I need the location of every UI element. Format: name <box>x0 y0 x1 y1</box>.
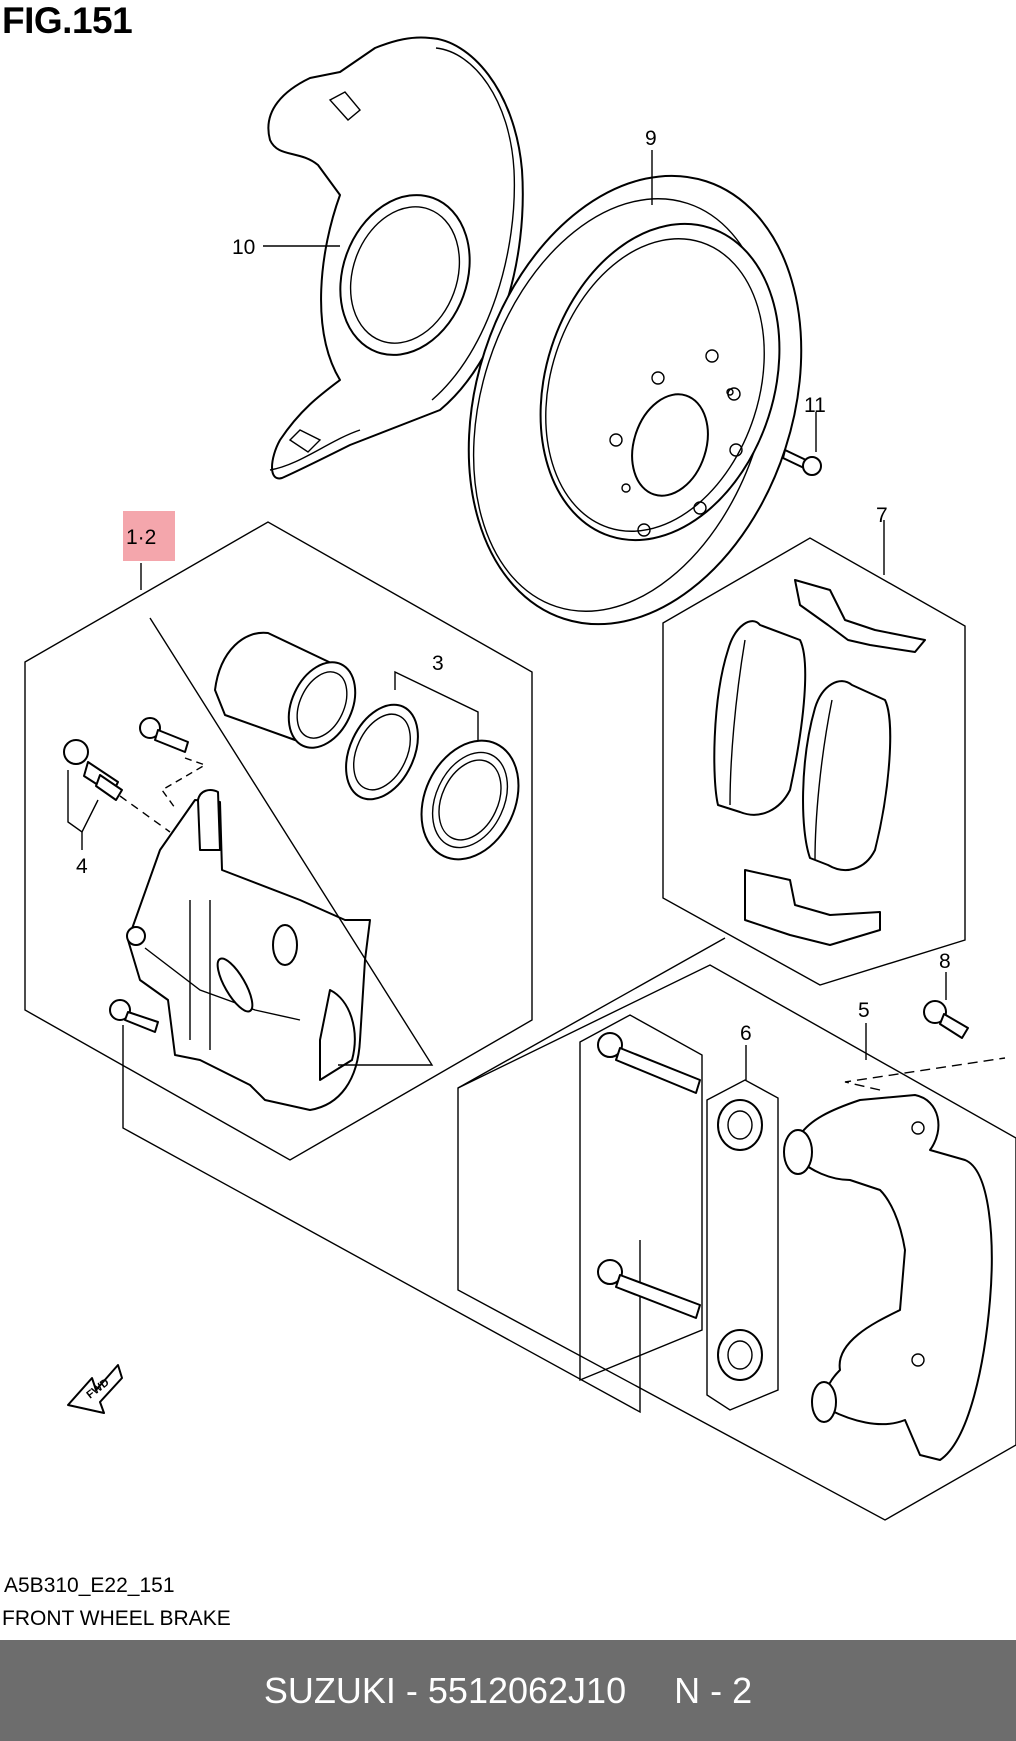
caliper-bolt-lower[interactable] <box>109 999 159 1033</box>
guide-pin-upper[interactable] <box>597 1032 701 1094</box>
screw-part-11[interactable] <box>782 449 822 476</box>
caliper-group-frame <box>24 521 533 1161</box>
bleeder-dash <box>119 795 171 833</box>
figure-code: A5B310_E22_151 <box>4 1574 175 1597</box>
support-dash <box>844 1057 1006 1091</box>
brake-pad-inner[interactable] <box>713 620 807 816</box>
callout-4: 4 <box>76 855 88 878</box>
page-label: N - 2 <box>674 1669 753 1711</box>
bolt-leader-lower <box>122 1025 641 1414</box>
brake-disc-part-9[interactable] <box>414 132 857 667</box>
callout-3: 3 <box>432 652 444 675</box>
guide-triangle <box>149 617 434 1066</box>
callout-8: 8 <box>939 950 951 973</box>
figure-name: FRONT WHEEL BRAKE <box>2 1607 231 1630</box>
leader-3 <box>394 670 479 740</box>
footer-bar: SUZUKI - 5512062J10 N - 2 <box>0 1640 1016 1741</box>
callout-6: 6 <box>740 1022 752 1045</box>
pad-shim-lower[interactable] <box>744 869 881 946</box>
pin-boot-upper[interactable] <box>717 1099 763 1151</box>
caliper-body-part-1-2[interactable] <box>126 789 371 1111</box>
pin-group-frame <box>579 1014 703 1382</box>
support-group-frame <box>457 964 1016 1521</box>
pin-boot-lower[interactable] <box>717 1329 763 1381</box>
pad-shim-upper[interactable] <box>794 579 926 653</box>
callout-1-2: 1·2 <box>126 526 156 549</box>
boot-group-frame <box>706 1079 779 1411</box>
callout-11: 11 <box>804 394 826 417</box>
dust-cover-part-10[interactable] <box>267 36 524 480</box>
highlight-box <box>123 511 175 561</box>
caliper-bolt-upper[interactable] <box>139 717 189 753</box>
part-number-label: SUZUKI - 5512062J10 <box>263 1669 627 1711</box>
caliper-support-part-5[interactable] <box>783 1094 993 1461</box>
brake-pad-outer[interactable] <box>802 680 892 871</box>
leader-4a <box>67 770 99 834</box>
brake-exploded-diagram: 10 9 11 1·2 <box>24 36 1016 1521</box>
callout-10: 10 <box>232 236 255 259</box>
pad-group-frame <box>662 537 966 986</box>
callout-9: 9 <box>645 127 657 150</box>
fwd-arrow-icon: FWD <box>67 1364 123 1414</box>
piston[interactable] <box>214 631 368 759</box>
guide-pin-lower[interactable] <box>597 1259 701 1319</box>
seal-kit-part-3[interactable] <box>332 693 537 875</box>
figure-title: FIG.151 <box>2 0 133 41</box>
bleeder-part-4[interactable] <box>63 739 123 801</box>
bolt-part-8[interactable] <box>923 1000 969 1039</box>
callout-7: 7 <box>876 504 888 527</box>
callout-5: 5 <box>858 999 870 1022</box>
frame-link <box>457 937 726 1089</box>
